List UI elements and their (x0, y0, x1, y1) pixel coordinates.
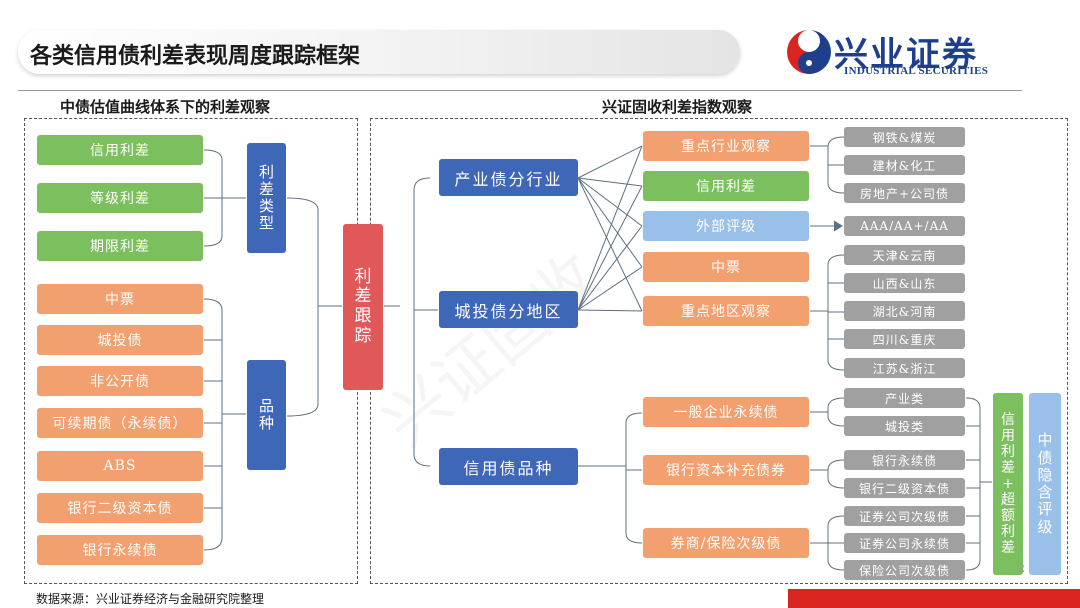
vertical-char: 中 (1037, 431, 1053, 450)
spread-type-credit: 信用利差 (37, 135, 203, 165)
mid-key-region: 重点地区观察 (643, 296, 809, 326)
logo-name: 兴业证券 (834, 35, 978, 75)
data-source: 数据来源：兴业证券经济与金融研究院整理 (36, 592, 265, 606)
mid-bank-capital: 银行资本补充债券 (643, 455, 809, 485)
vertical-char: 踪 (354, 325, 372, 346)
main-lgfv-regions: 城投债分地区 (439, 291, 578, 328)
variety-bank-perpetual: 银行永续债 (37, 535, 203, 565)
spread-type-grade: 等级利差 (37, 183, 203, 213)
vertical-char: 利 (1001, 443, 1015, 460)
mid-credit-spread: 信用利差 (643, 171, 809, 201)
leaf-broker: 证券公司次级债 (844, 506, 965, 526)
vertical-char: 含 (1037, 483, 1053, 501)
variety-abs: ABS (37, 451, 203, 481)
variety-lgfv: 城投债 (37, 325, 203, 355)
page-title: 各类信用债利差表现周度跟踪框架 (30, 43, 361, 69)
vertical-char: 差 (354, 286, 372, 307)
vertical-char: 利 (1001, 524, 1015, 541)
center-spread-tracking: 利差跟踪 (343, 224, 383, 390)
leaf-industry: 建材&化工 (844, 155, 965, 175)
vertical-char: 跟 (354, 306, 372, 326)
leaf-bank: 银行永续债 (844, 450, 965, 470)
mid-key-industry: 重点行业观察 (643, 131, 809, 161)
mid-mtn: 中票 (643, 252, 809, 282)
vertical-char: 类 (258, 197, 274, 215)
main-credit-varieties: 信用债品种 (439, 448, 578, 485)
leaf-broker: 保险公司次级债 (844, 560, 965, 580)
vertical-char: 差 (1001, 540, 1015, 557)
group-variety: 品种 (247, 360, 286, 470)
leaf-perpetual: 城投类 (844, 416, 965, 436)
mid-broker-insurance: 券商/保险次级债 (643, 528, 809, 558)
title-bar (18, 30, 740, 74)
right-section-title: 兴证固收利差指数观察 (602, 98, 753, 116)
vertical-char: 用 (1001, 427, 1015, 444)
mid-external-rating: 外部评级 (643, 211, 809, 241)
side-implied-rating: 中债隐含评级 (1029, 393, 1061, 575)
vertical-char: 差 (258, 179, 274, 198)
main-industry-bonds: 产业债分行业 (439, 159, 578, 196)
left-section-title: 中债估值曲线体系下的利差观察 (60, 98, 271, 116)
group-spread-type: 利差类型 (247, 143, 286, 253)
variety-private: 非公开债 (37, 366, 203, 396)
vertical-char: 利 (354, 266, 372, 287)
variety-perpetual: 可续期债（永续债） (37, 408, 203, 438)
variety-bank-tier2: 银行二级资本债 (37, 493, 203, 523)
page-number: 2 (1018, 562, 1025, 575)
side-credit-excess-spread: 信用利差+超额利差 (993, 393, 1023, 575)
leaf-region: 四川&重庆 (844, 329, 965, 349)
center-label: 利差跟踪 (354, 266, 372, 346)
vertical-char: 评 (1037, 500, 1053, 519)
vertical-char: 种 (258, 414, 274, 432)
vertical-char: 品 (258, 396, 274, 415)
vertical-char: 型 (258, 214, 274, 233)
side-credit-excess-label: 信用利差+超额利差 (1001, 412, 1015, 557)
group-spread-type-label: 利差类型 (258, 162, 274, 233)
vertical-char: 利 (258, 162, 274, 181)
leaf-industry: 房地产+公司债 (844, 183, 965, 203)
vertical-char: 级 (1037, 517, 1053, 536)
logo-icon (787, 30, 831, 74)
leaf-broker: 证券公司永续债 (844, 533, 965, 553)
variety-mtn: 中票 (37, 284, 203, 314)
side-implied-rating-label: 中债隐含评级 (1037, 431, 1053, 536)
logo-subtitle: INDUSTRIAL SECURITIES (844, 65, 989, 77)
vertical-char: 债 (1037, 448, 1053, 467)
leaf-region: 湖北&河南 (844, 301, 965, 321)
group-variety-label: 品种 (258, 396, 274, 433)
mid-general-perpetual: 一般企业永续债 (643, 397, 809, 427)
leaf-rating: AAA/AA+/AA (844, 216, 965, 236)
leaf-region: 天津&云南 (844, 245, 965, 265)
vertical-char: 超 (1001, 492, 1015, 509)
spread-type-term: 期限利差 (37, 231, 203, 261)
header-divider (18, 90, 1022, 91)
vertical-char: 差 (1001, 459, 1015, 476)
leaf-industry: 钢铁&煤炭 (844, 127, 965, 147)
leaf-perpetual: 产业类 (844, 388, 965, 408)
vertical-char: 隐 (1037, 465, 1053, 484)
leaf-bank: 银行二级资本债 (844, 478, 965, 498)
footer-accent (788, 589, 1080, 608)
leaf-region: 江苏&浙江 (844, 358, 965, 378)
vertical-char: 信 (1001, 411, 1015, 428)
vertical-char: 额 (1001, 508, 1015, 525)
vertical-char: + (1002, 475, 1014, 492)
leaf-region: 山西&山东 (844, 273, 965, 293)
